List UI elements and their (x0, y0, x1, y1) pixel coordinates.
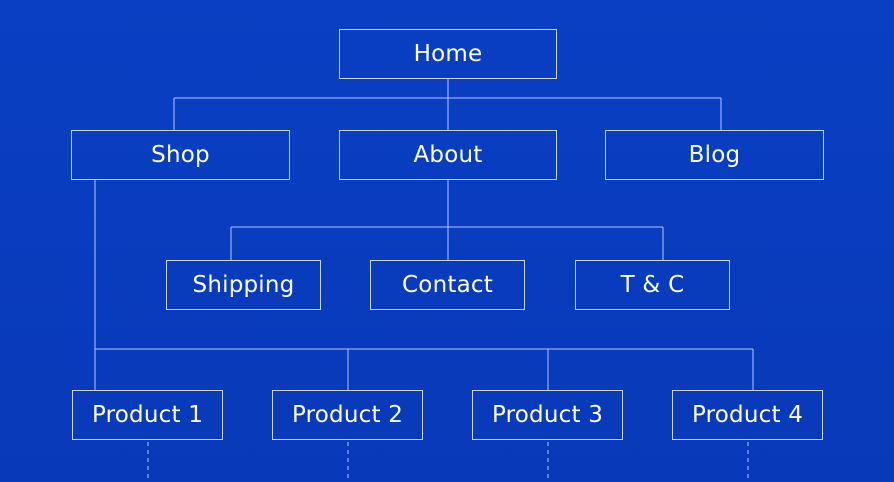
node-tc-label: T & C (620, 272, 685, 298)
node-product-4[interactable]: Product 4 (672, 390, 823, 440)
node-home[interactable]: Home (339, 29, 557, 79)
node-home-label: Home (413, 41, 483, 67)
node-blog-label: Blog (688, 142, 741, 168)
node-about[interactable]: About (339, 130, 557, 180)
node-shop-label: Shop (151, 142, 210, 168)
node-product-1-label: Product 1 (91, 402, 204, 428)
node-product-1[interactable]: Product 1 (72, 390, 223, 440)
node-contact-label: Contact (402, 272, 493, 298)
node-contact[interactable]: Contact (370, 260, 525, 310)
node-product-4-label: Product 4 (691, 402, 804, 428)
node-product-3-label: Product 3 (491, 402, 604, 428)
node-product-3[interactable]: Product 3 (472, 390, 623, 440)
node-tc[interactable]: T & C (575, 260, 730, 310)
node-product-2-label: Product 2 (291, 402, 404, 428)
node-about-label: About (413, 142, 483, 168)
node-shop[interactable]: Shop (71, 130, 290, 180)
node-blog[interactable]: Blog (605, 130, 824, 180)
node-shipping-label: Shipping (192, 272, 295, 298)
node-shipping[interactable]: Shipping (166, 260, 321, 310)
node-product-2[interactable]: Product 2 (272, 390, 423, 440)
